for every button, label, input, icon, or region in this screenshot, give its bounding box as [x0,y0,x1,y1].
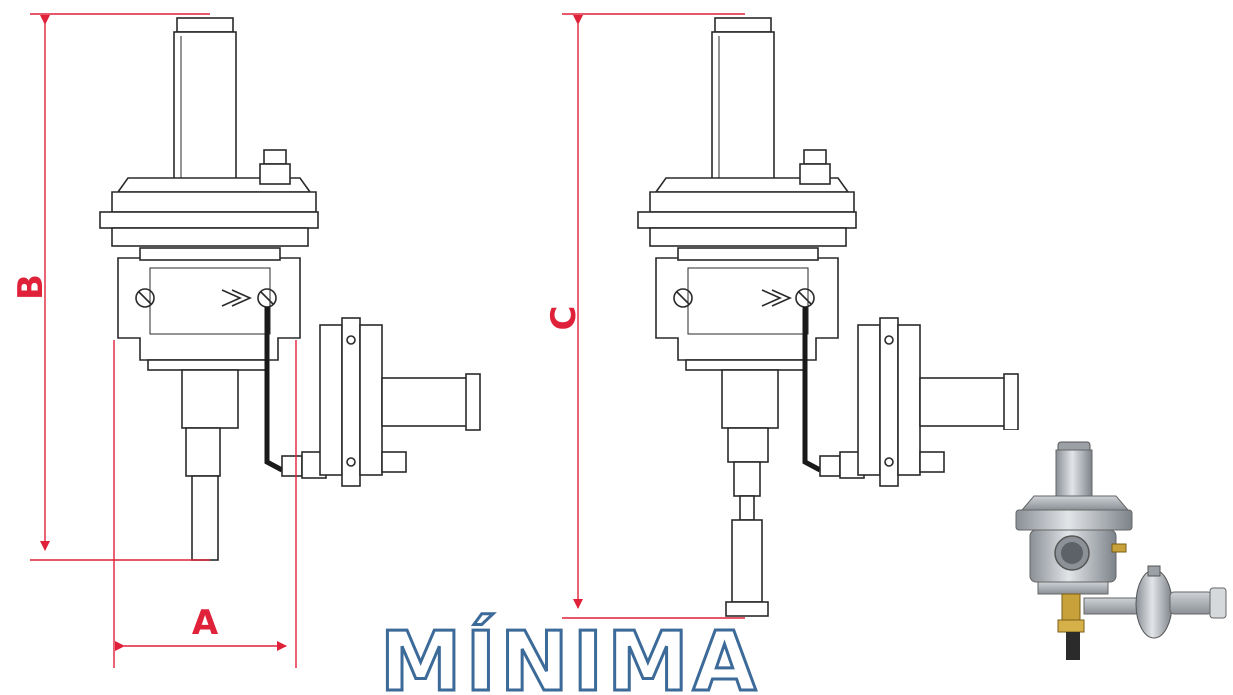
dimension-a-label: A [192,603,219,643]
dimension-c: C [544,13,745,619]
product-photo [1000,430,1233,695]
dimension-b: B [11,13,210,561]
regulator-drawing-left [99,17,481,561]
dimension-b-label: B [11,274,51,300]
diagram-title: MÍNIMA [380,614,760,695]
dimension-c-label: C [544,306,584,331]
regulator-drawing-right [637,17,1019,617]
dimension-a: A [113,340,297,668]
